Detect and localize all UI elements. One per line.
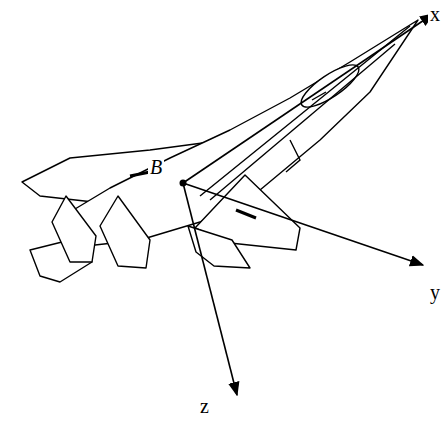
origin-label: B [148, 157, 164, 177]
axis-label: x [428, 4, 442, 24]
x-axis [183, 14, 433, 183]
y-axis [183, 183, 423, 265]
body-axes [183, 14, 433, 395]
aircraft-details [130, 26, 410, 218]
z-axis [183, 183, 237, 395]
origin-dot [180, 180, 187, 187]
axis-label: z [198, 396, 211, 416]
axis-label: y [428, 282, 442, 302]
